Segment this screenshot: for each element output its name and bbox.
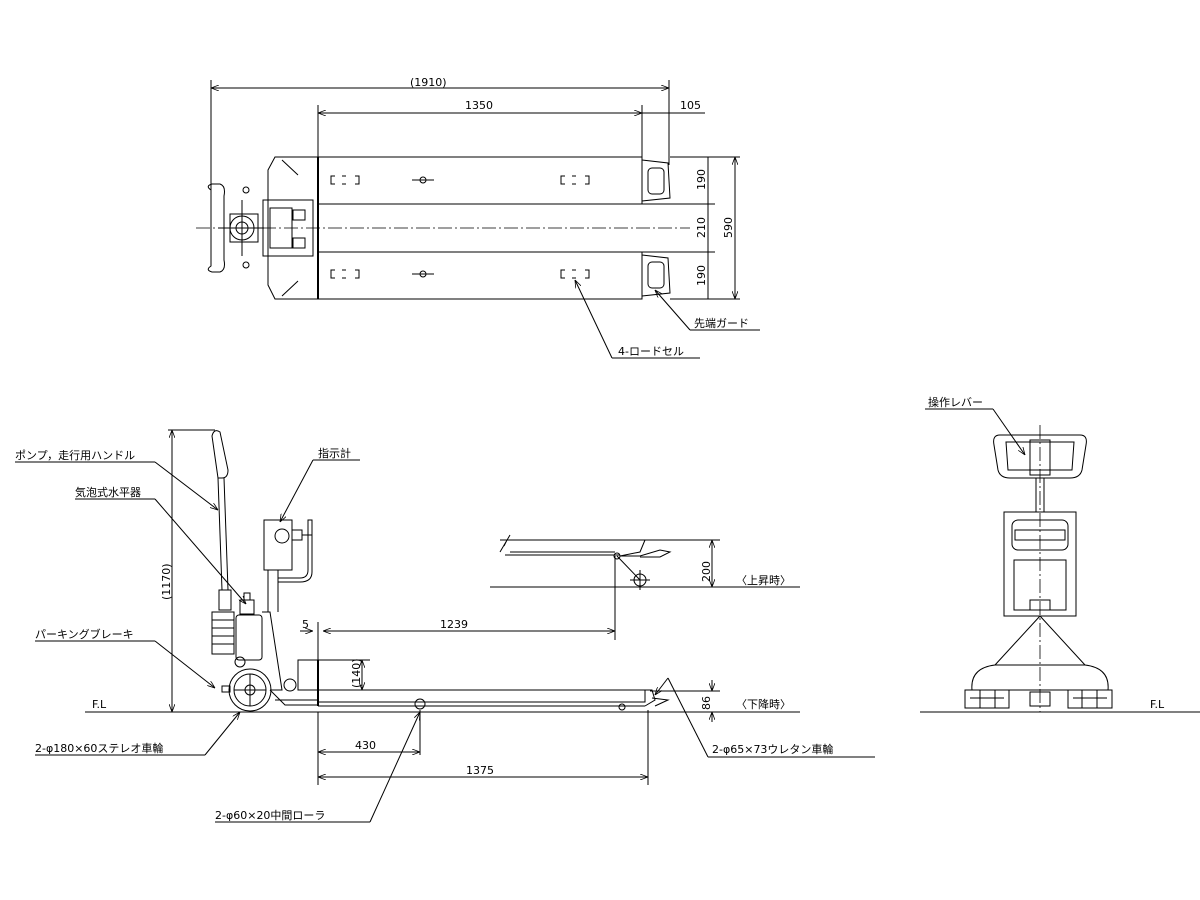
- indicator-body: [263, 519, 293, 571]
- handle-grip: [207, 183, 225, 273]
- label-parking-brake: パーキングブレーキ: [35, 627, 134, 641]
- dim-tip: 105: [680, 99, 701, 112]
- floor-label-front: F.L: [1150, 698, 1165, 711]
- dim-1375: 1375: [466, 764, 494, 777]
- dim-total-width: 590: [722, 217, 735, 238]
- handle-grip-side: [211, 430, 229, 479]
- label-handle: ポンプ，走行用ハンドル: [15, 449, 135, 462]
- dim-430: 430: [355, 739, 376, 752]
- label-load-cell: 4-ロードセル: [618, 345, 684, 358]
- front-wheel-right: [1067, 689, 1113, 709]
- dim-140: (140): [350, 658, 363, 688]
- pump-cylinder: [235, 614, 263, 661]
- front-wheel-left: [964, 689, 1010, 709]
- dim-1239: 1239: [440, 618, 468, 631]
- label-indicator: 指示計: [318, 446, 351, 460]
- parking-brake: [221, 685, 231, 693]
- dim-fork-gap: 210: [695, 217, 708, 238]
- label-level: 気泡式水平器: [75, 485, 141, 499]
- label-lowered: 〈下降時〉: [736, 697, 791, 711]
- label-raised: 〈上昇時〉: [736, 574, 791, 587]
- dim-height: (1170): [160, 563, 173, 600]
- front-view: F.L 操作レバー: [920, 395, 1200, 713]
- floor-label-side: F.L: [92, 698, 107, 711]
- side-view: F.L (1170): [15, 429, 875, 823]
- label-roller: 2-φ60×20中間ローラ: [215, 809, 325, 822]
- chassis-plate: [267, 156, 319, 300]
- tip-guard-lower: [641, 254, 671, 297]
- label-load-wheel: 2-φ65×73ウレタン車輪: [712, 742, 833, 756]
- dim-fork-length: 1350: [465, 99, 493, 112]
- fork-lower: [317, 251, 643, 300]
- handle-loop: [993, 434, 1087, 479]
- spring: [211, 611, 235, 655]
- top-view: (1910) 1350 105: [196, 76, 760, 359]
- dim-lift: 200: [700, 561, 713, 582]
- label-lever: 操作レバー: [928, 395, 983, 409]
- load-cell-marks: [330, 175, 590, 279]
- dim-lowered: 86: [700, 696, 713, 710]
- steer-wheel: [228, 668, 272, 712]
- tip-guard-upper: [641, 159, 671, 202]
- dim-fork-width-lower: 190: [695, 265, 708, 286]
- dim-offset: 5: [302, 618, 309, 631]
- intermediate-roller: [414, 698, 426, 710]
- label-steer-wheel: 2-φ180×60ステレオ車輪: [35, 741, 163, 755]
- label-tip-guard: 先端ガード: [694, 317, 749, 330]
- dim-fork-width-upper: 190: [695, 169, 708, 190]
- dim-overall: (1910): [410, 76, 447, 89]
- fork-upper: [317, 156, 643, 205]
- fork-lowered: [317, 689, 646, 703]
